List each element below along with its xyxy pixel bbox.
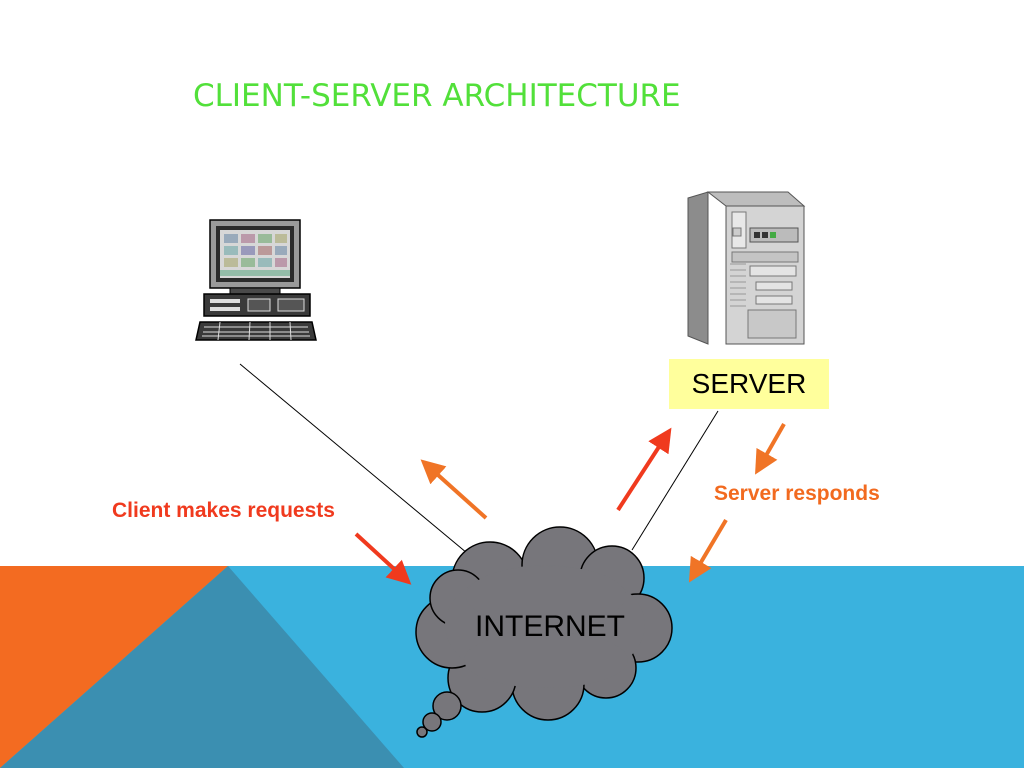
- request-to-server-arrow: [616, 427, 672, 512]
- server-tower-icon: [687, 191, 806, 345]
- internet-to-client-arrow: [420, 459, 488, 520]
- server-connection-line: [631, 410, 719, 551]
- internet-label: INTERNET: [475, 610, 625, 643]
- server-response-arrow: [755, 423, 786, 475]
- response-to-internet-arrow: [688, 518, 728, 583]
- slide-title: CLIENT-SERVER ARCHITECTURE: [193, 78, 681, 114]
- server-caption: Server responds: [714, 482, 880, 505]
- server-label: SERVER: [669, 359, 829, 409]
- teal-triangle: [0, 566, 404, 768]
- client-caption: Client makes requests: [112, 499, 335, 522]
- client-request-arrow: [354, 532, 412, 585]
- client-connection-line: [239, 363, 468, 554]
- cloud-icon: [415, 526, 673, 738]
- desktop-computer-icon: [195, 219, 317, 341]
